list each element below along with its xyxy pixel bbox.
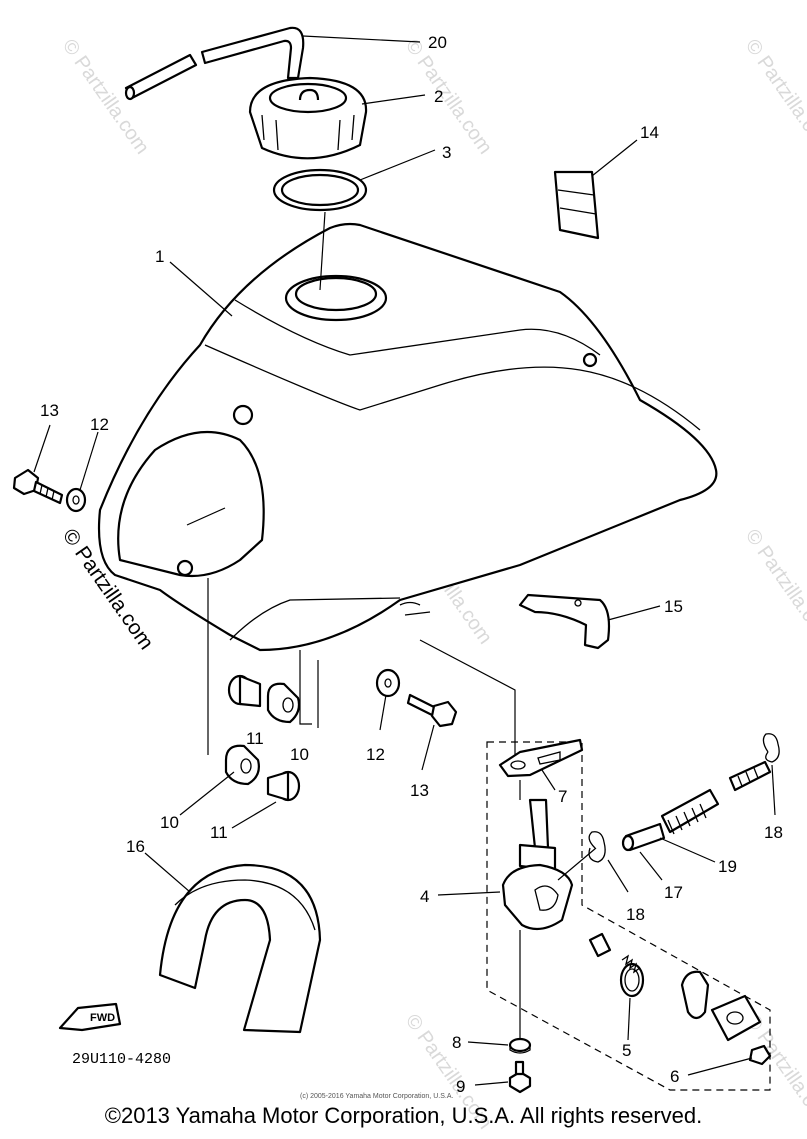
strap-part-16 bbox=[158, 863, 322, 1034]
bolt-part-13-right bbox=[406, 693, 458, 728]
callout-14: 14 bbox=[640, 123, 659, 142]
callout-10-upper: 10 bbox=[290, 745, 309, 764]
callout-11-lower: 11 bbox=[210, 823, 228, 842]
callout-12-left: 12 bbox=[90, 415, 109, 434]
callout-5: 5 bbox=[622, 1041, 631, 1060]
callout-6: 6 bbox=[670, 1067, 679, 1086]
callout-8: 8 bbox=[452, 1033, 461, 1052]
pipe-part-17 bbox=[621, 822, 666, 852]
fwd-arrow: FWD bbox=[58, 1002, 122, 1032]
watermark: © Partzilla.com bbox=[58, 35, 153, 158]
callout-labels: 20 2 3 14 1 13 12 15 11 10 12 13 7 18 10… bbox=[40, 33, 783, 1096]
callout-12-right: 12 bbox=[366, 745, 385, 764]
bolt-part-13-left bbox=[12, 468, 64, 505]
callout-11-upper: 11 bbox=[246, 729, 264, 748]
small-copyright: (c) 2005-2016 Yamaha Motor Corporation, … bbox=[300, 1093, 453, 1100]
plate-part-6 bbox=[710, 994, 762, 1042]
callout-1: 1 bbox=[155, 247, 164, 266]
callout-18-upper: 18 bbox=[764, 823, 783, 842]
washer-part-12-right bbox=[375, 668, 401, 698]
spring-small bbox=[621, 954, 641, 974]
hose-part-19 bbox=[660, 760, 772, 835]
fuel-tank-part-1 bbox=[97, 222, 718, 652]
plate-part-7 bbox=[498, 738, 584, 778]
leader-lines bbox=[33, 35, 776, 1086]
callout-2: 2 bbox=[434, 87, 443, 106]
damper-part-10-upper bbox=[266, 682, 301, 724]
lever-part bbox=[680, 970, 710, 1020]
copyright-footer: ©2013 Yamaha Motor Corporation, U.S.A. A… bbox=[104, 1103, 703, 1128]
bracket-part-15 bbox=[518, 593, 611, 650]
damper-part-14 bbox=[553, 170, 600, 240]
gasket-part-3 bbox=[272, 168, 368, 212]
callout-18-lower: 18 bbox=[626, 905, 645, 924]
callout-9: 9 bbox=[456, 1077, 465, 1096]
callout-3: 3 bbox=[442, 143, 451, 162]
watermark: © Partzilla.com bbox=[741, 525, 807, 648]
callout-17: 17 bbox=[664, 883, 683, 902]
filter-small bbox=[588, 932, 612, 958]
clip-part-18-upper bbox=[762, 733, 780, 763]
fuel-cap-part-2 bbox=[248, 76, 368, 160]
callout-4: 4 bbox=[420, 887, 429, 906]
callout-19: 19 bbox=[718, 857, 737, 876]
callout-16: 16 bbox=[126, 837, 145, 856]
clip-part-18-lower bbox=[588, 831, 606, 863]
damper-part-10-lower bbox=[224, 744, 260, 786]
collar-part-11-lower bbox=[266, 770, 301, 802]
o-ring-part-5 bbox=[619, 962, 645, 998]
callout-13-left: 13 bbox=[40, 401, 59, 420]
diagram-code: 29U110-4280 bbox=[72, 1051, 171, 1068]
callout-13-right: 13 bbox=[410, 781, 429, 800]
collar-part-11-upper bbox=[227, 674, 262, 708]
callout-10-lower: 10 bbox=[160, 813, 179, 832]
nut-part-8 bbox=[508, 1037, 532, 1054]
washer-part-12-left bbox=[65, 487, 87, 513]
fuel-cock-assembly-outline bbox=[486, 741, 771, 1091]
fwd-label: FWD bbox=[90, 1012, 115, 1024]
breather-hose-part-20 bbox=[124, 26, 305, 101]
watermark: © Partzilla.com bbox=[741, 35, 807, 158]
callout-15: 15 bbox=[664, 597, 683, 616]
screw-part-9 bbox=[508, 1060, 532, 1094]
callout-20: 20 bbox=[428, 33, 447, 52]
fuel-cock-body-part-4 bbox=[501, 798, 574, 931]
callout-7: 7 bbox=[558, 787, 567, 806]
